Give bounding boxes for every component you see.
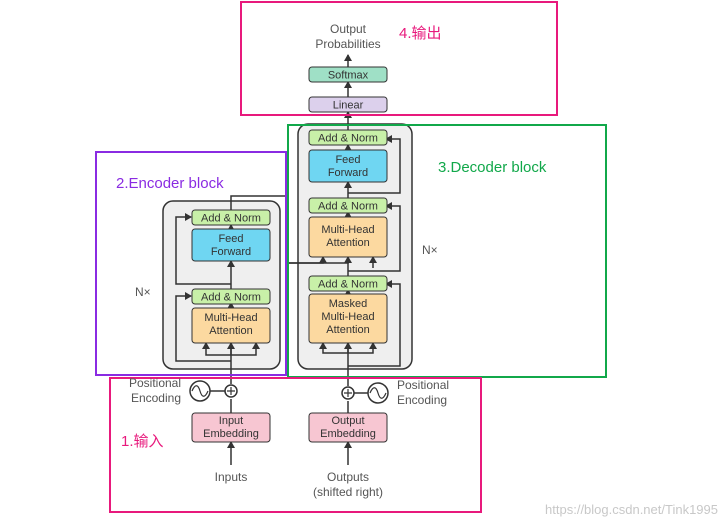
output-probabilities-line2: Probabilities: [315, 37, 380, 51]
linear-label: Linear: [333, 100, 364, 112]
outputs-label-line1: Outputs: [327, 470, 369, 484]
region-label-decoder: 3.Decoder block: [438, 159, 547, 176]
decoder-multi-head-attention: [308, 216, 388, 258]
output-embedding-block: [308, 412, 388, 443]
input-embedding-block: [191, 412, 271, 443]
input-embedding-line2: Embedding: [203, 428, 259, 440]
encoder-add-norm-2-label: Add & Norm: [201, 213, 261, 225]
decoder-masked-mha: [308, 293, 388, 344]
decoder-positional-encoding-line2: Encoding: [397, 393, 447, 407]
decoder-add-norm-2-label: Add & Norm: [318, 201, 378, 213]
decoder-feed-forward-line2: Forward: [328, 167, 368, 179]
inputs-label: Inputs: [215, 470, 248, 484]
encoder-add-norm-1-label: Add & Norm: [201, 292, 261, 304]
region-box-input: [109, 377, 482, 513]
outputs-label-line2: (shifted right): [313, 485, 383, 499]
watermark: https://blog.csdn.net/Tink1995: [545, 502, 718, 517]
decoder-feed-forward-line1: Feed: [335, 154, 360, 166]
encoder-add-plus: [227, 387, 235, 395]
decoder-mha-line2: Attention: [326, 237, 369, 249]
region-label-input: 1.输入: [121, 433, 164, 450]
encoder-multi-head-attention: [191, 307, 271, 344]
decoder-nx-label: N×: [422, 243, 438, 257]
encoder-positional-encoding-line1: Positional: [129, 376, 181, 390]
encoder-mha-line2: Attention: [209, 325, 252, 337]
decoder-mha-line1: Multi-Head: [321, 224, 374, 236]
decoder-masked-mha-line3: Attention: [326, 324, 369, 336]
decoder-add-norm-1: [308, 275, 388, 292]
decoder-masked-mha-line1: Masked: [329, 298, 368, 310]
decoder-positional-encoding-line1: Positional: [397, 378, 449, 392]
decoder-add-norm-1-label: Add & Norm: [318, 279, 378, 291]
region-label-output: 4.输出: [399, 25, 442, 42]
region-box-output: [240, 1, 558, 116]
region-box-encoder: [95, 151, 287, 376]
encoder-mha-line1: Multi-Head: [204, 312, 257, 324]
encoder-feed-forward-line2: Forward: [211, 246, 251, 258]
decoder-wave-glyph: [369, 387, 387, 399]
encoder-feed-forward-line1: Feed: [218, 233, 243, 245]
output-probabilities-line1: Output: [330, 22, 367, 36]
decoder-add-plus: [344, 389, 352, 397]
encoder-positional-encoding-line2: Encoding: [131, 391, 181, 405]
linear-block: [308, 96, 388, 113]
encoder-feed-forward: [191, 228, 271, 262]
decoder-masked-mha-line2: Multi-Head: [321, 311, 374, 323]
decoder-add-norm-3: [308, 129, 388, 146]
output-embedding-line2: Embedding: [320, 428, 376, 440]
output-embedding-line1: Output: [331, 415, 364, 427]
encoder-stack: [162, 200, 281, 370]
decoder-feed-forward: [308, 149, 388, 183]
softmax-block: [308, 66, 388, 83]
encoder-nx-label: N×: [135, 285, 151, 299]
decoder-add-norm-3-label: Add & Norm: [318, 133, 378, 145]
softmax-label: Softmax: [328, 70, 369, 82]
region-label-encoder: 2.Encoder block: [116, 175, 224, 192]
input-embedding-line1: Input: [219, 415, 243, 427]
encoder-add-norm-2: [191, 209, 271, 226]
encoder-wave-glyph: [191, 385, 209, 397]
decoder-add-norm-2: [308, 197, 388, 214]
encoder-add-norm-1: [191, 288, 271, 305]
